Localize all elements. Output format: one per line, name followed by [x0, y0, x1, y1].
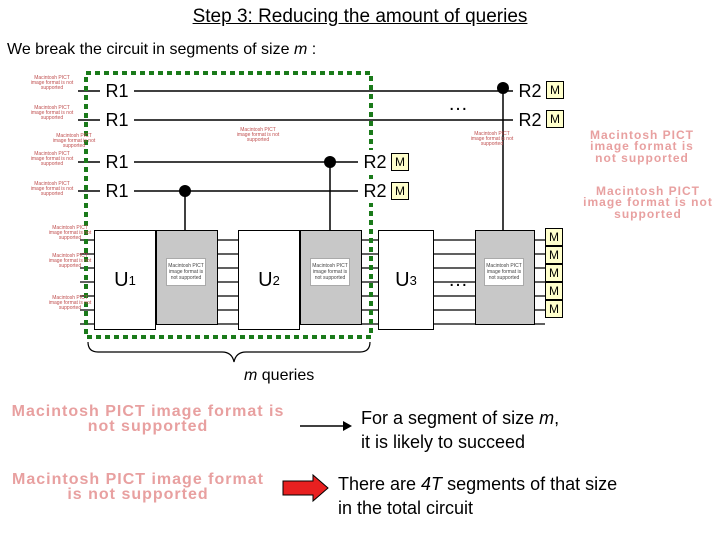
- control-dot: [179, 185, 191, 197]
- total-segments-note: There are 4T segments of that size in th…: [338, 474, 618, 518]
- measure-box: M: [545, 228, 563, 246]
- measure-box: M: [391, 153, 409, 171]
- control-dot: [324, 156, 336, 168]
- missing-image-placeholder: Macintosh PICT image format is not suppo…: [166, 258, 206, 286]
- missing-image-placeholder: Macintosh PICT image format is not suppo…: [48, 225, 92, 241]
- page-title: Step 3: Reducing the amount of queries: [192, 6, 528, 27]
- ellipsis: …: [448, 269, 468, 291]
- r1-gate: R1: [100, 179, 134, 203]
- r2-gate: R2: [358, 150, 392, 174]
- missing-image-placeholder: Macintosh PICT image format is not suppo…: [30, 75, 74, 91]
- ellipsis: …: [448, 93, 468, 115]
- r1-gate: R1: [100, 150, 134, 174]
- missing-image-placeholder: Macintosh PICT image format is not suppo…: [470, 131, 514, 147]
- measure-box: M: [545, 264, 563, 282]
- missing-image-placeholder: Macintosh PICT image format is not suppo…: [11, 403, 285, 436]
- missing-image-placeholder: Macintosh PICT image format is not suppo…: [48, 253, 92, 269]
- missing-image-placeholder: Macintosh PICT image format is not suppo…: [30, 181, 74, 197]
- measure-box: M: [546, 81, 564, 99]
- measure-box: M: [545, 282, 563, 300]
- r2-gate: R2: [513, 79, 547, 103]
- missing-image-placeholder: Macintosh PICT image format is not suppo…: [12, 471, 264, 504]
- measure-box: M: [545, 300, 563, 318]
- measure-box: M: [546, 110, 564, 128]
- r2-gate: R2: [513, 108, 547, 132]
- segment-size-label: m queries: [244, 367, 315, 384]
- missing-image-placeholder: Macintosh PICT image format is not suppo…: [589, 128, 694, 165]
- r1-gate: R1: [100, 79, 134, 103]
- r1-gate: R1: [100, 108, 134, 132]
- subtitle: We break the circuit in segments of size…: [7, 41, 317, 58]
- missing-image-placeholder: Macintosh PICT image format is not suppo…: [236, 127, 280, 143]
- missing-image-placeholder: Macintosh PICT image format is not suppo…: [48, 295, 92, 311]
- measure-box: M: [391, 182, 409, 200]
- r2-gate: R2: [358, 179, 392, 203]
- control-dot: [497, 82, 509, 94]
- missing-image-placeholder: Macintosh PICT image format is not suppo…: [52, 133, 96, 149]
- missing-image-placeholder: Macintosh PICT image format is not suppo…: [30, 151, 74, 167]
- missing-image-placeholder: Macintosh PICT image format is not suppo…: [583, 184, 713, 221]
- missing-image-placeholder: Macintosh PICT image format is not suppo…: [30, 105, 74, 121]
- segment-note: For a segment of size m, it is likely to…: [361, 408, 560, 452]
- missing-image-placeholder: Macintosh PICT image format is not suppo…: [484, 258, 524, 286]
- missing-image-placeholder: Macintosh PICT image format is not suppo…: [310, 258, 350, 286]
- measure-box: M: [545, 246, 563, 264]
